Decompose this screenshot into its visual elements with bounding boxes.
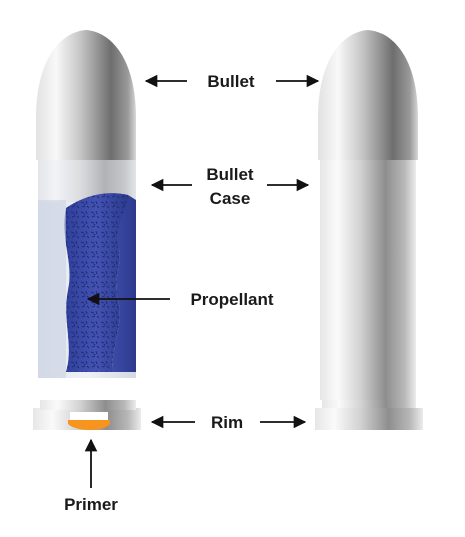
right-case-body bbox=[320, 160, 416, 400]
left-bullet bbox=[36, 30, 136, 160]
label-bullet-case-line2: Case bbox=[210, 189, 251, 208]
right-bullet bbox=[318, 30, 418, 160]
label-bullet: Bullet bbox=[207, 72, 255, 91]
label-rim: Rim bbox=[211, 413, 243, 432]
label-primer: Primer bbox=[64, 495, 118, 514]
cutaway-cartridge bbox=[33, 30, 141, 430]
label-bullet-case-line1: Bullet bbox=[206, 165, 254, 184]
label-propellant: Propellant bbox=[190, 290, 273, 309]
primer-cup bbox=[68, 420, 110, 430]
callout-arrows bbox=[84, 74, 320, 488]
right-rim bbox=[315, 408, 423, 430]
exterior-cartridge bbox=[315, 30, 423, 430]
